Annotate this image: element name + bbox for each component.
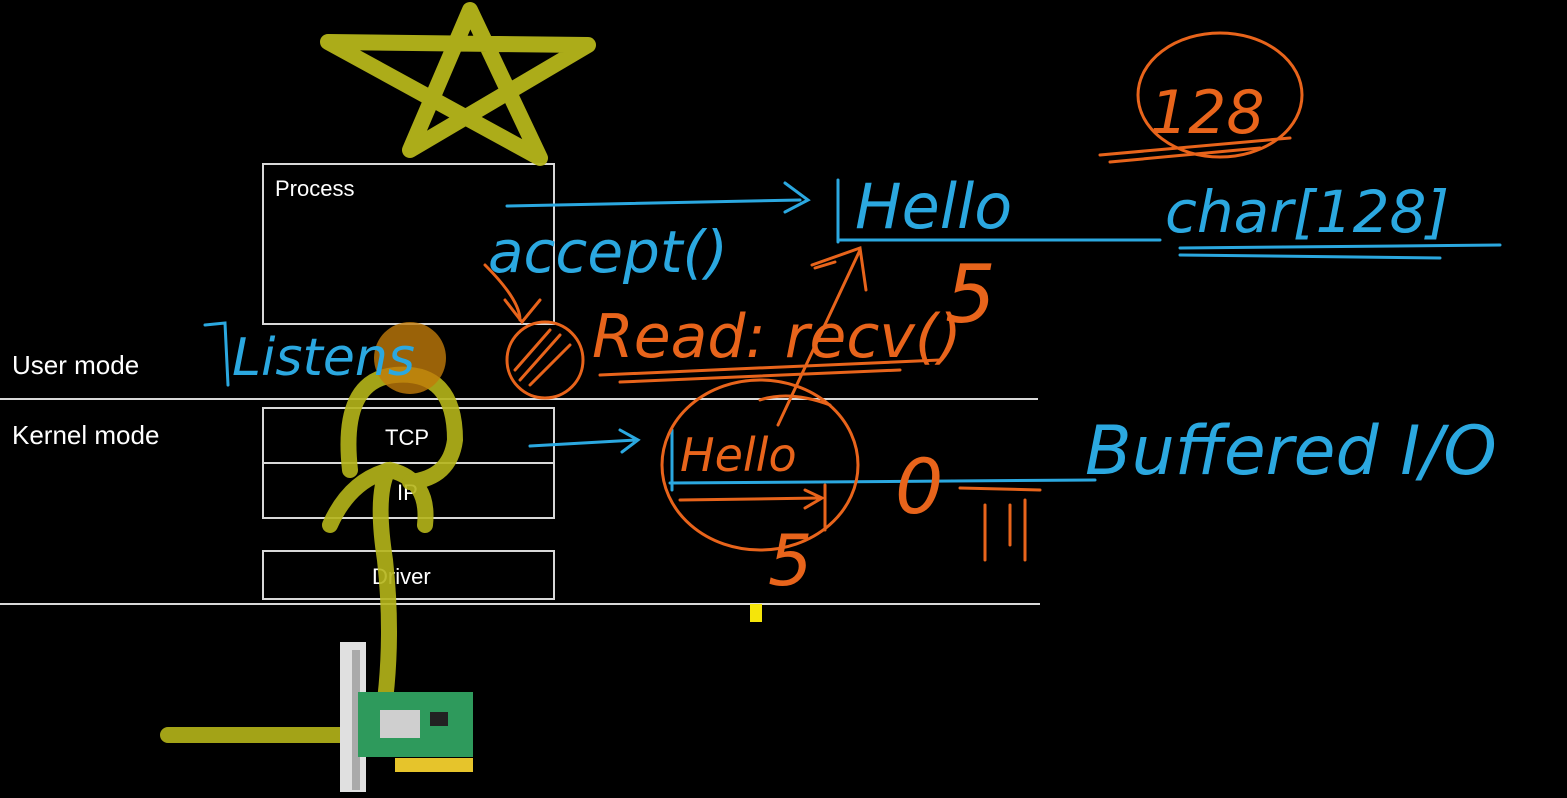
ip-box (262, 462, 555, 519)
user-buffer-underline (836, 178, 1162, 244)
fd-circle (505, 320, 585, 400)
highlighter-packet-path (160, 366, 464, 743)
accept-to-read-arrow (483, 263, 542, 325)
kernel-buffer-line (668, 428, 1097, 492)
arrow-tcp-to-kernel-buffer (528, 428, 641, 454)
listens-bracket (203, 321, 230, 387)
highlighter-dot (374, 322, 446, 394)
kernel-hardware-divider (0, 603, 1040, 605)
recv-arrow (758, 394, 832, 407)
char-buffer-annotation: char[128] (1165, 178, 1449, 246)
nic-card-image (340, 642, 473, 792)
read-underline (598, 358, 942, 384)
user-kernel-divider (0, 398, 1038, 400)
process-label: Process (275, 176, 355, 201)
kernel-buffer-hello: Hello (680, 428, 797, 482)
user-count-5: 5 (945, 248, 996, 341)
user-mode-label: User mode (12, 350, 140, 380)
tcp-label: TCP (385, 425, 429, 450)
listens-annotation: Listens (232, 328, 415, 388)
size-128-annotation: 128 (1150, 78, 1265, 148)
kernel-mode-label: Kernel mode (12, 420, 160, 450)
offset-annotation: 0 (895, 442, 944, 531)
kernel-hello-circle (660, 378, 860, 552)
size-underline (1098, 136, 1292, 164)
cursor-marker (750, 604, 762, 622)
offset-pointer (958, 486, 1042, 562)
size-circle (1136, 31, 1304, 159)
read-recv-annotation: Read: recv() (592, 302, 962, 372)
kernel-hello-arrow (678, 483, 827, 532)
highlighter-star (320, 2, 596, 166)
char-buf-underline (1178, 243, 1502, 260)
user-buffer-hello: Hello (855, 170, 1013, 243)
buffered-io-annotation: Buffered I/O (1085, 412, 1497, 491)
fd-hatch (513, 328, 572, 387)
arrow-to-buffer (505, 181, 811, 214)
kernel-count-5: 5 (768, 520, 813, 602)
accept-annotation: accept() (488, 218, 728, 286)
driver-box (262, 550, 555, 600)
